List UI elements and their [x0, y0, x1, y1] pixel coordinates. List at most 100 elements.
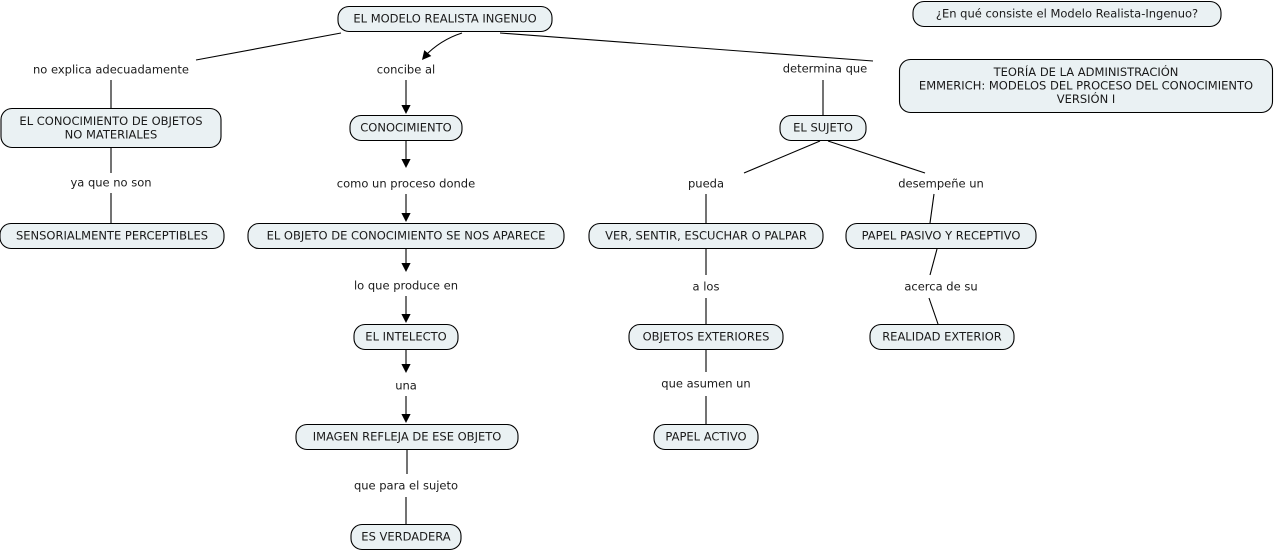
link-label: que para el sujeto: [354, 479, 458, 493]
node-box[interactable]: [295, 423, 519, 451]
concept-link: [929, 193, 935, 224]
concept-node-papelActivo[interactable]: PAPEL ACTIVO: [653, 423, 759, 451]
concept-link: pueda: [688, 140, 821, 191]
concept-link: [929, 248, 938, 276]
node-label: EL SUJETO: [793, 121, 853, 135]
concept-link: que para el sujeto: [354, 450, 458, 493]
concept-node-conocimiento[interactable]: CONOCIMIENTO: [349, 114, 463, 142]
node-label: EL INTELECTO: [365, 330, 446, 344]
concept-node-verSentir[interactable]: VER, SENTIR, ESCUCHAR O PALPAR: [588, 222, 824, 250]
node-box[interactable]: [869, 323, 1015, 351]
node-label: TEORÍA DE LA ADMINISTRACIÓN: [993, 64, 1179, 79]
link-label: concibe al: [377, 63, 435, 77]
node-label: OBJETOS EXTERIORES: [643, 330, 770, 344]
link-label: pueda: [688, 177, 724, 191]
concept-link: acerca de su: [904, 280, 978, 325]
concept-link: [401, 80, 411, 114]
concept-link: ya que no son: [70, 148, 152, 190]
node-label: CONOCIMIENTO: [360, 121, 451, 135]
concept-node-sujeto[interactable]: EL SUJETO: [779, 114, 867, 142]
link-line: [929, 193, 935, 224]
link-line: [423, 32, 463, 58]
node-label: IMAGEN REFLEJA DE ESE OBJETO: [313, 430, 502, 444]
link-label: como un proceso donde: [337, 177, 475, 191]
node-label: VER, SENTIR, ESCUCHAR O PALPAR: [605, 229, 807, 243]
concept-link: como un proceso donde: [337, 141, 475, 191]
link-label: a los: [693, 280, 720, 294]
node-label: REALIDAD EXTERIOR: [882, 330, 1002, 344]
concept-node-verdadera[interactable]: ES VERDADERA: [350, 523, 462, 551]
concept-link: desempeñe un: [827, 140, 984, 191]
concept-node-papelPasivo[interactable]: PAPEL PASIVO Y RECEPTIVO: [845, 222, 1037, 250]
link-line: [827, 140, 926, 174]
link-label: determina que: [783, 62, 868, 76]
concept-node-question[interactable]: ¿En qué consiste el Modelo Realista-Inge…: [912, 0, 1222, 28]
arrow-head-icon: [401, 213, 411, 222]
node-label: PAPEL ACTIVO: [665, 430, 746, 444]
concept-node-intelecto[interactable]: EL INTELECTO: [353, 323, 459, 351]
node-box[interactable]: [353, 323, 459, 351]
node-box[interactable]: [247, 222, 565, 250]
node-label: VERSIÓN I: [1057, 91, 1116, 106]
node-label: PAPEL PASIVO Y RECEPTIVO: [862, 229, 1021, 243]
concept-node-objExt[interactable]: OBJETOS EXTERIORES: [628, 323, 784, 351]
node-box[interactable]: [0, 107, 222, 149]
node-box[interactable]: [349, 114, 463, 142]
link-line: [195, 32, 342, 61]
node-box[interactable]: [628, 323, 784, 351]
node-box[interactable]: [653, 423, 759, 451]
concept-link: [401, 194, 411, 222]
node-label: ¿En qué consiste el Modelo Realista-Inge…: [936, 7, 1198, 21]
arrow-head-icon: [401, 314, 411, 323]
concept-link: que asumen un: [661, 350, 751, 391]
concept-link: [401, 296, 411, 323]
link-label: desempeñe un: [898, 177, 984, 191]
node-label: NO MATERIALES: [65, 127, 158, 141]
node-box[interactable]: [779, 114, 867, 142]
links-layer: no explica adecuadamente concibe al determ…: [33, 32, 984, 524]
node-box[interactable]: [898, 58, 1274, 114]
node-box[interactable]: [337, 5, 553, 33]
node-label: EL CONOCIMIENTO DE OBJETOS: [19, 114, 202, 128]
link-line: [929, 248, 938, 276]
concept-link: [401, 396, 411, 423]
node-box[interactable]: [0, 222, 225, 250]
link-label: no explica adecuadamente: [33, 63, 189, 77]
link-label: lo que produce en: [354, 279, 458, 293]
arrow-head-icon: [401, 414, 411, 423]
node-box[interactable]: [350, 523, 462, 551]
concept-node-realidadExt[interactable]: REALIDAD EXTERIOR: [869, 323, 1015, 351]
node-label: ES VERDADERA: [361, 530, 451, 544]
concept-node-root[interactable]: EL MODELO REALISTA INGENUO: [337, 5, 553, 33]
concept-node-objetoApar[interactable]: EL OBJETO DE CONOCIMIENTO SE NOS APARECE: [247, 222, 565, 250]
concept-node-imagen[interactable]: IMAGEN REFLEJA DE ESE OBJETO: [295, 423, 519, 451]
arrow-head-icon: [401, 105, 411, 114]
link-line: [743, 140, 821, 174]
link-label: ya que no son: [70, 176, 151, 190]
link-line: [928, 297, 939, 325]
concept-link: determina que: [499, 32, 874, 76]
link-label: que asumen un: [661, 377, 750, 391]
link-label: acerca de su: [904, 280, 977, 294]
link-line: [499, 32, 874, 62]
link-label: una: [395, 379, 417, 393]
node-box[interactable]: [588, 222, 824, 250]
arrow-head-icon: [401, 364, 411, 373]
node-label: SENSORIALMENTE PERCEPTIBLES: [16, 229, 208, 243]
node-label: EMMERICH: MODELOS DEL PROCESO DEL CONOCI…: [919, 79, 1253, 93]
concept-link: no explica adecuadamente: [33, 32, 342, 77]
concept-link: una: [395, 350, 417, 393]
arrow-head-icon: [401, 159, 411, 168]
node-label: EL MODELO REALISTA INGENUO: [353, 12, 536, 26]
concept-node-sensorial[interactable]: SENSORIALMENTE PERCEPTIBLES: [0, 222, 225, 250]
concept-link: lo que produce en: [354, 249, 458, 293]
concept-link: concibe al: [377, 32, 463, 77]
concept-link: a los: [693, 249, 720, 294]
node-box[interactable]: [912, 0, 1222, 28]
node-box[interactable]: [845, 222, 1037, 250]
